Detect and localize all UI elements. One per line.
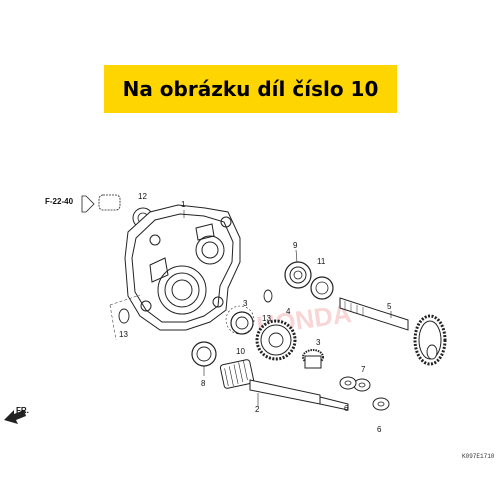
part-number-banner: Na obrázku díl číslo 10 [104, 65, 397, 113]
callout-4: 4 [286, 307, 291, 316]
leader-8 [295, 249, 298, 263]
callout-11: 11 [317, 257, 326, 266]
gear-4 [255, 319, 297, 361]
seal-11-inner [315, 281, 329, 295]
callout-13-left: 13 [119, 330, 128, 339]
washer-6-right-hole [377, 401, 385, 407]
callout-6-left: 6 [344, 404, 349, 413]
reference-arrow-icon [81, 195, 95, 213]
bearing-9 [191, 341, 217, 367]
banner-text: Na obrázku díl číslo 10 [122, 77, 379, 101]
crankcase-cover [124, 204, 241, 331]
bearing-8-bore [293, 270, 303, 280]
callout-9: 8 [201, 379, 206, 388]
callout-12: 12 [138, 192, 147, 201]
dowel-pin-12 [98, 194, 121, 211]
callout-8: 9 [293, 241, 298, 250]
callout-5: 5 [387, 302, 392, 311]
washer-6-left-hole [344, 380, 352, 386]
callout-3-pinion: 3 [316, 338, 321, 347]
washer-6-left [339, 376, 357, 390]
shaft-2 [219, 359, 349, 411]
leader-13-left [109, 294, 141, 341]
bearing-3 [230, 311, 254, 335]
callout-6-right: 6 [377, 425, 382, 434]
washer-6-right [372, 397, 390, 411]
callout-3: 3 [243, 299, 248, 308]
diagram-code: K097E1710 [462, 453, 495, 460]
bushing-13-left [118, 308, 130, 324]
seal-11 [310, 276, 334, 300]
bearing-3-inner [235, 316, 249, 330]
front-label: FR. [16, 406, 29, 415]
callout-13-middle: 13 [262, 314, 271, 323]
callout-10: 10 [236, 347, 245, 356]
shaft-5 [339, 297, 447, 366]
callout-2: 2 [255, 405, 260, 414]
front-arrow-icon [4, 410, 26, 424]
pinion-3 [302, 349, 324, 369]
callout-1: 1 [181, 200, 186, 209]
bearing-9-inner [196, 346, 212, 362]
washer-7-hole [358, 382, 366, 388]
callout-7-visible: 7 [361, 365, 366, 374]
reference-label: F-22-40 [45, 197, 74, 206]
dowel-13-middle [263, 289, 273, 303]
bearing-8 [284, 261, 312, 289]
bearing-8-inner [289, 266, 307, 284]
bearing-10 [225, 305, 255, 335]
washer-7 [353, 378, 371, 392]
